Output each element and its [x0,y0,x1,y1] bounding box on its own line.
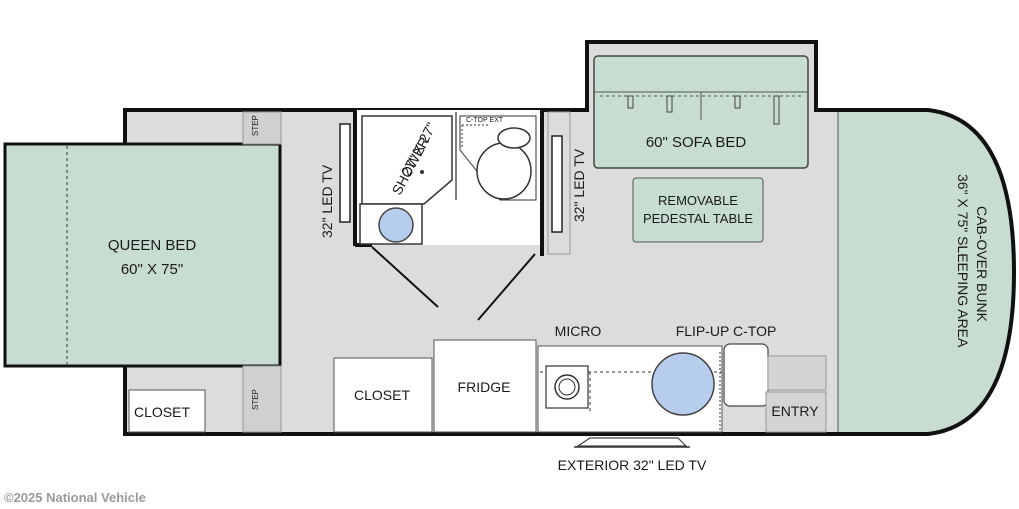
led-tv-left-label: 32" LED TV [319,164,335,238]
closet-left [128,389,206,433]
bath-door-left [371,246,439,308]
led-tv-right-label: 32" LED TV [571,148,587,222]
closet-middle [333,357,433,433]
cab-over-label-2: 36" X 75" SLEEPING AREA [955,174,971,348]
toilet-tank [497,127,531,149]
kitchen-sink [651,352,715,416]
closet-left-label: CLOSET [134,404,190,420]
cooktop-burner-inner [558,378,576,396]
seatbelt-4 [773,95,780,125]
shower [361,115,453,205]
seatbelt-2 [666,95,673,113]
led-tv-left [339,123,351,223]
fridge-label: FRIDGE [458,379,511,395]
step-top [242,111,282,145]
queen-bed-label: QUEEN BED [108,237,197,254]
table-label-2: PEDESTAL TABLE [643,211,753,226]
c-top-ext-label: C-TOP EXT [466,117,504,124]
step-bottom [242,365,282,433]
entry-area [765,391,827,433]
step-bottom-label: STEP [251,389,260,410]
step-top-label: STEP [251,115,260,136]
led-tv-right [551,135,563,233]
seatbelt-3 [734,95,741,109]
flip-up-counter [723,343,769,407]
shower-drain [420,170,424,174]
toilet [476,142,532,200]
flip-up-label: FLIP-UP C-TOP [676,323,777,339]
exterior-wall [123,40,1017,436]
closet-middle-label: CLOSET [354,387,410,403]
seatbelt-1 [627,95,634,109]
exterior-tv [576,437,688,447]
queen-bed-size: 60" X 75" [121,261,183,278]
bath-door-right [477,253,536,321]
cab-over-label-1: CAB-OVER BUNK [974,206,990,323]
entry-step [767,355,827,391]
sofa-bed-label: 60" SOFA BED [646,134,747,151]
copyright-text: ©2025 National Vehicle [4,490,146,505]
exterior-tv-label: EXTERIOR 32" LED TV [558,457,707,473]
led-tv-right-panel [547,111,571,255]
entry-label: ENTRY [771,403,819,419]
bath-sink [378,207,414,243]
table-label-1: REMOVABLE [658,193,738,208]
micro-label: MICRO [555,323,602,339]
pedestal-table [632,177,764,243]
queen-bed [3,142,282,368]
fridge [433,339,537,433]
